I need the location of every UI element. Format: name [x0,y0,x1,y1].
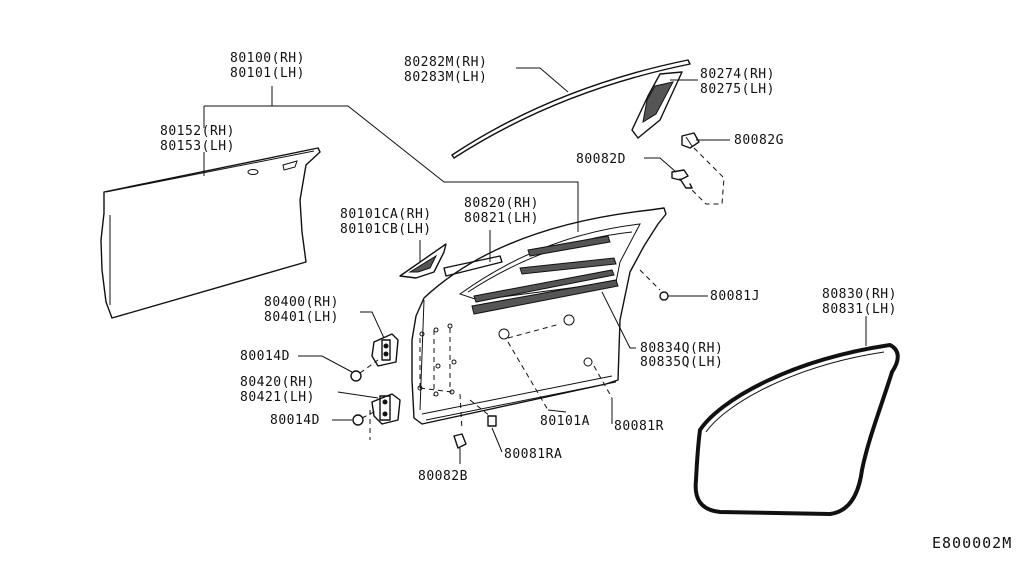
label-belt-molding-lh: 80821(LH) [464,211,539,226]
label-seal-rh: 80834Q(RH) [640,341,723,356]
label-outer-panel-rh: 80152(RH) [160,124,235,139]
door-weatherstrip [693,343,900,516]
label-lower-hinge-lh: 80421(LH) [240,390,315,405]
label-belt-molding-rh: 80820(RH) [464,196,539,211]
label-sash-trim-rh: 80274(RH) [700,67,775,82]
label-bolt-upper: 80014D [240,349,290,364]
label-roof-molding-rh: 80282M(RH) [404,55,487,70]
callout-labels: 80100(RH) 80101(LH) 80152(RH) 80153(LH) … [160,51,1012,552]
label-weatherstrip-lh: 80831(LH) [822,302,897,317]
grommet-80081j [659,291,669,301]
label-grommet-j: 80081J [710,289,760,304]
label-plug-a: 80101A [540,414,590,429]
label-door-shell-lh: 80101(LH) [230,66,305,81]
label-seal-lh: 80835Q(LH) [640,355,723,370]
upper-hinge [371,333,399,367]
lower-hinge [371,393,401,425]
sash-trim [631,71,683,139]
bolt-upper [350,359,379,382]
door-shell [411,207,667,425]
clip-80082d [671,169,693,189]
label-grommet-ra: 80081RA [504,447,562,462]
roof-molding [451,59,691,159]
label-corner-cover-rh: 80101CA(RH) [340,207,432,222]
bolt-lower [352,409,379,426]
label-corner-cover-lh: 80101CB(LH) [340,222,432,237]
clip-80082b [453,433,467,449]
label-clip-b: 80082B [418,469,468,484]
label-lower-hinge-rh: 80420(RH) [240,375,315,390]
clip-80082g [681,132,700,149]
label-bolt-lower: 80014D [270,413,320,428]
label-upper-hinge-lh: 80401(LH) [264,310,339,325]
label-grommet-r: 80081R [614,419,664,434]
belt-molding [443,255,503,277]
label-upper-hinge-rh: 80400(RH) [264,295,339,310]
label-roof-molding-lh: 80283M(LH) [404,70,487,85]
assembly-lines [369,147,725,440]
label-door-shell-rh: 80100(RH) [230,51,305,66]
corner-cover [399,243,447,279]
label-sash-trim-lh: 80275(LH) [700,82,775,97]
outer-door-panel [100,147,321,319]
label-clip-g: 80082G [734,133,784,148]
leader-lines [203,67,867,464]
grommet-80081ra [487,415,497,427]
label-outer-panel-lh: 80153(LH) [160,139,235,154]
diagram-id: E800002M [932,534,1012,552]
label-weatherstrip-rh: 80830(RH) [822,287,897,302]
label-clip-d: 80082D [576,152,626,167]
